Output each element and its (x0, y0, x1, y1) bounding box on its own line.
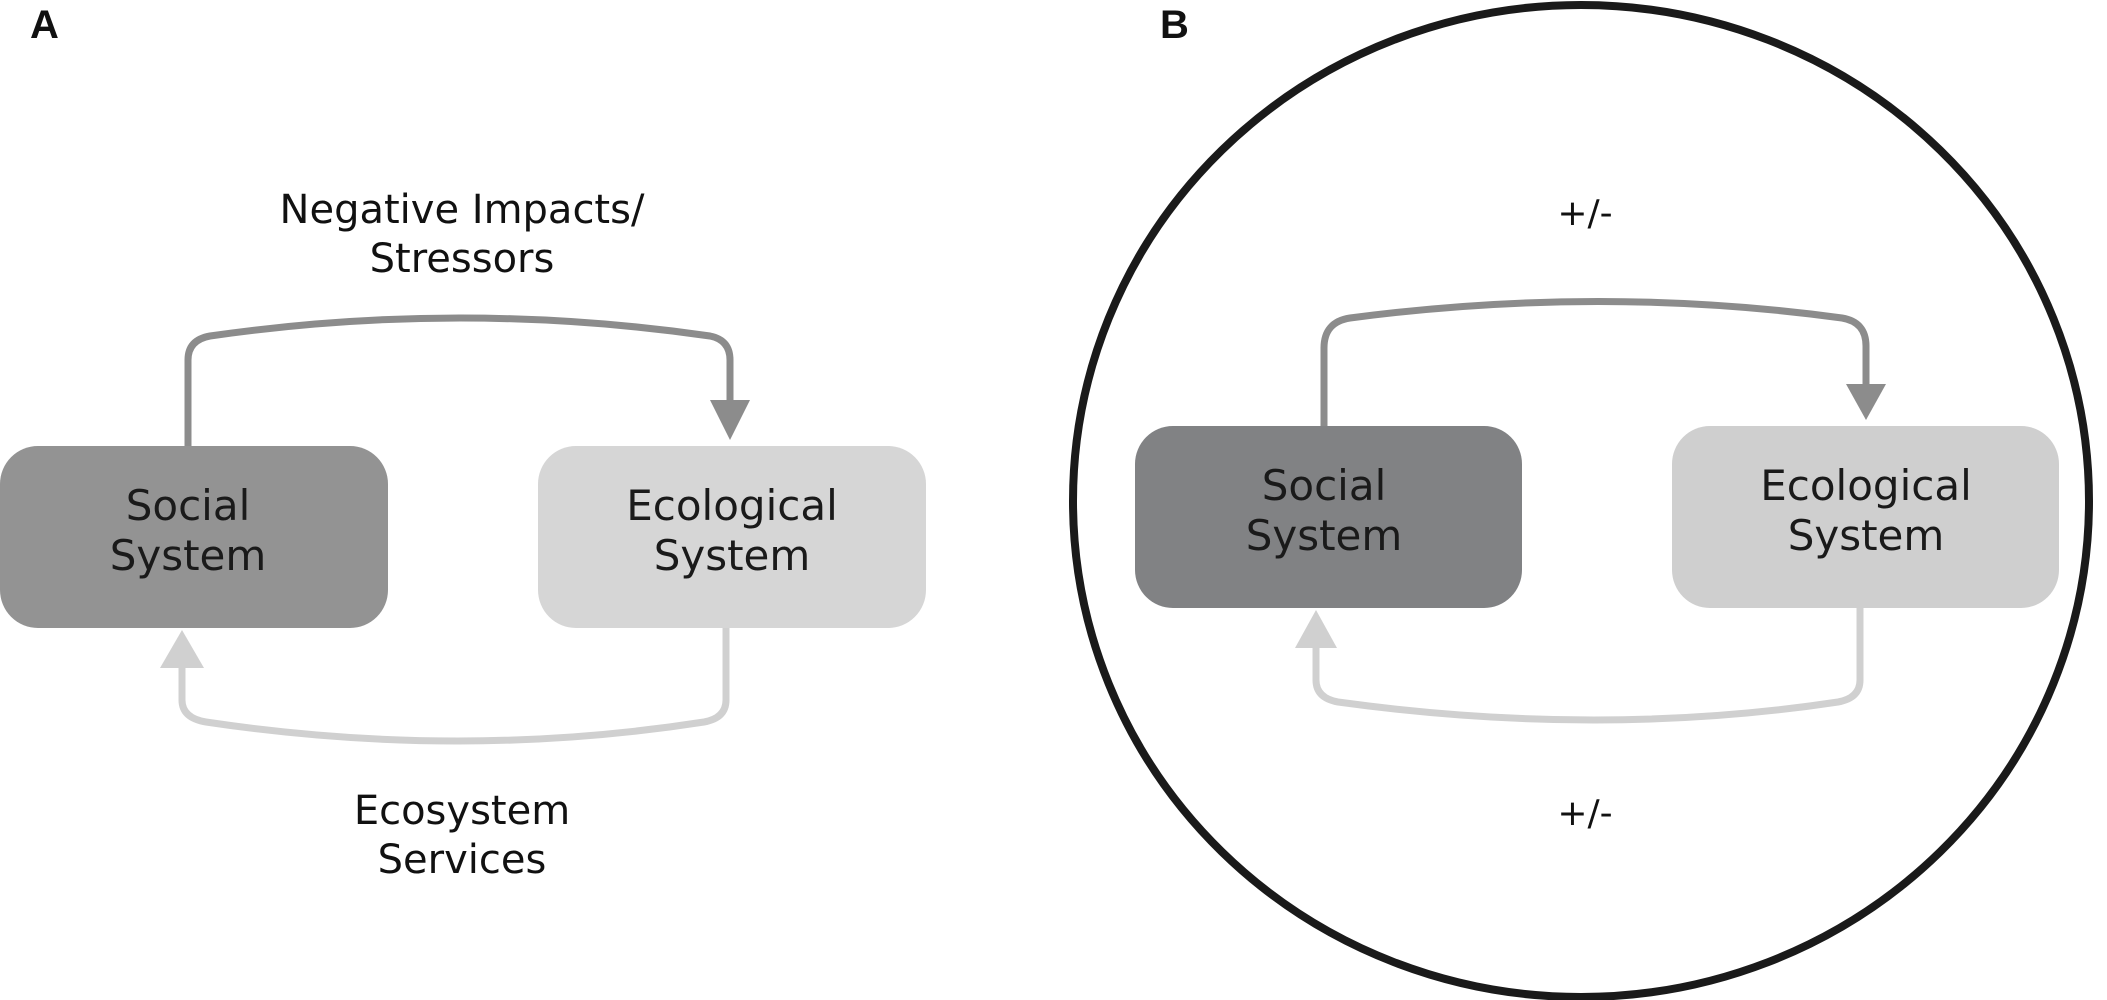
negative-impacts-label-line2: Stressors (370, 236, 555, 282)
b-top-arrow-path (1320, 298, 1870, 428)
ecological-system-box (538, 446, 926, 628)
b-social-system-label-line2: System (1246, 511, 1403, 560)
ecosystem-services-arrowhead (160, 630, 204, 668)
stressor-arrowhead (710, 400, 750, 440)
bottom-sign-label: +/- (1557, 793, 1612, 834)
social-system-label-line1: Social (126, 481, 251, 530)
b-bottom-arrowhead (1295, 610, 1337, 648)
panel-a-label: A (30, 3, 59, 47)
ecosystem-services-arrow-path (178, 628, 730, 745)
top-sign-label: +/- (1557, 193, 1612, 234)
panel-a: A Negative Impacts/ Stressors Social Sys… (0, 3, 926, 883)
ecosystem-services-label-line2: Services (378, 837, 547, 883)
b-top-arrowhead (1846, 384, 1886, 420)
b-ecological-system-box (1672, 426, 2059, 608)
ecological-system-label-line1: Ecological (626, 481, 838, 530)
social-system-label-line2: System (110, 531, 267, 580)
panel-b-label: B (1160, 3, 1189, 47)
b-bottom-arrow-path (1312, 608, 1864, 724)
b-ecological-system-label-line2: System (1788, 511, 1945, 560)
b-ecological-system-label-line1: Ecological (1760, 461, 1972, 510)
ecosystem-services-label-line1: Ecosystem (354, 788, 570, 834)
b-social-system-box (1135, 426, 1522, 608)
social-system-box (0, 446, 388, 628)
b-social-system-label-line1: Social (1262, 461, 1387, 510)
negative-impacts-label-line1: Negative Impacts/ (280, 187, 645, 233)
stressor-arrow-path (184, 314, 734, 446)
ecological-system-label-line2: System (654, 531, 811, 580)
panel-b: B +/- Social System Ecological System +/… (1069, 1, 2093, 1000)
environment-circle (1069, 1, 2093, 1000)
